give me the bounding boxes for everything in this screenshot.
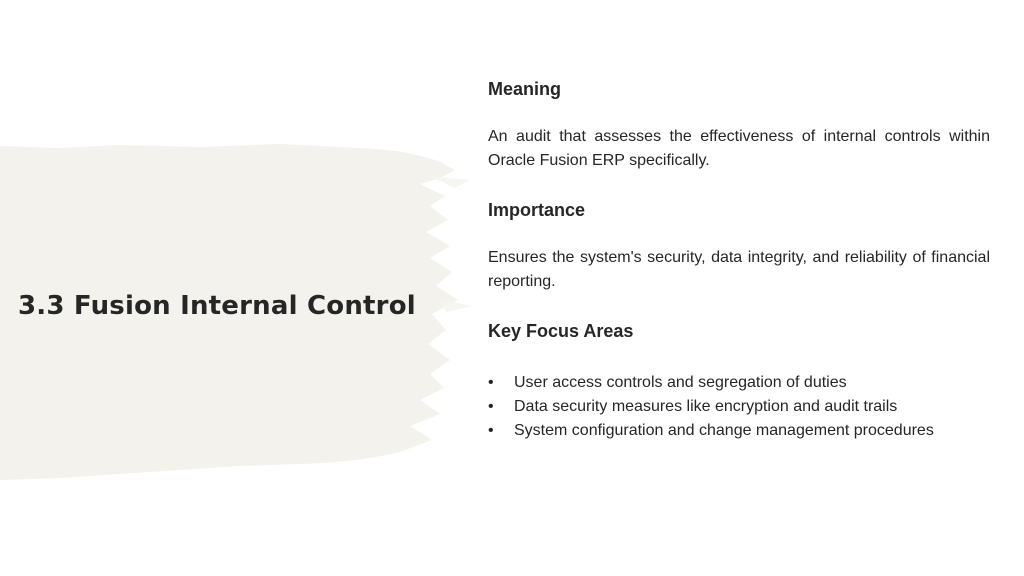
list-item: • System configuration and change manage… [488, 419, 990, 443]
importance-heading: Importance [488, 200, 586, 220]
slide-title: 3.3 Fusion Internal Control [18, 291, 416, 321]
meaning-text: An audit that assesses the effectiveness… [488, 128, 990, 169]
list-item: • Data security measures like encryption… [488, 395, 990, 419]
list-item: • User access controls and segregation o… [488, 371, 990, 395]
bullet-icon: • [488, 422, 494, 439]
bullet-icon: • [488, 398, 494, 415]
bullet-icon: • [488, 374, 494, 391]
focus-item-text: System configuration and change manageme… [514, 422, 934, 439]
focus-item-text: User access controls and segregation of … [514, 374, 847, 391]
focus-item-text: Data security measures like encryption a… [514, 398, 898, 415]
key-focus-heading: Key Focus Areas [488, 321, 634, 341]
meaning-heading: Meaning [488, 79, 562, 99]
importance-text: Ensures the system's security, data inte… [488, 249, 990, 290]
content-panel: Meaning An audit that assesses the effec… [488, 76, 990, 443]
focus-area-list: • User access controls and segregation o… [488, 371, 990, 443]
